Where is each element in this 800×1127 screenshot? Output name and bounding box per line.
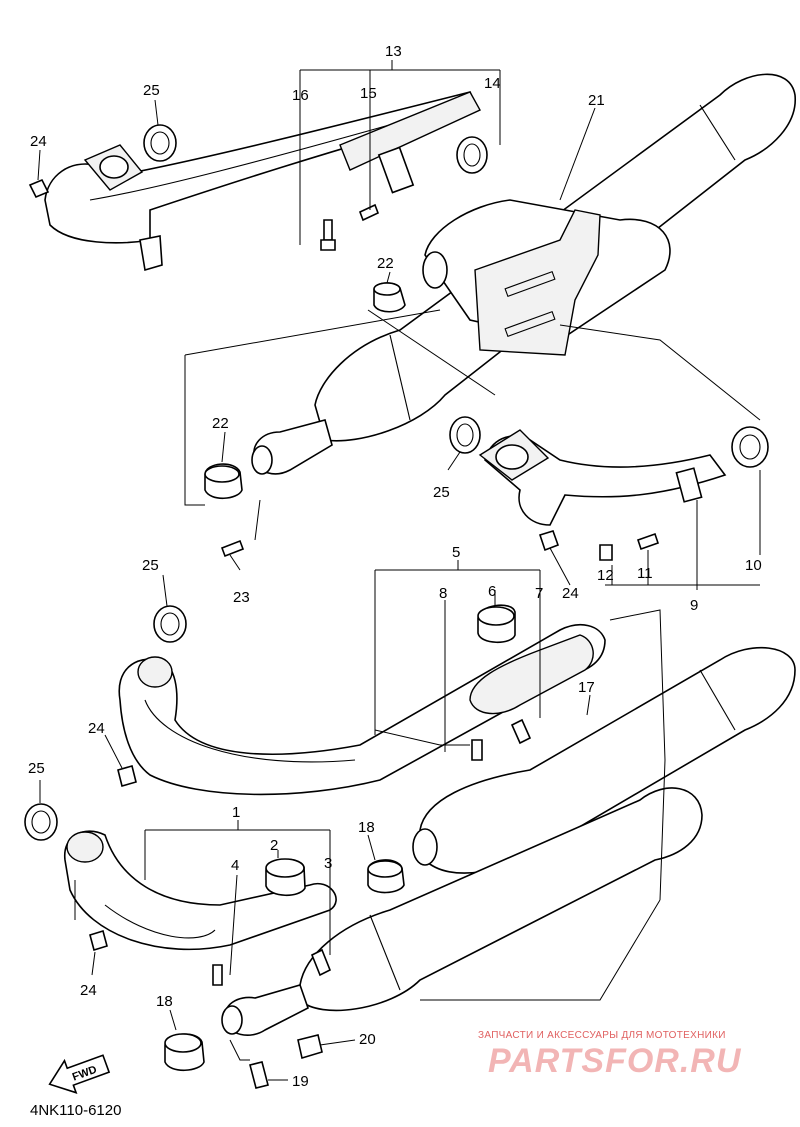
callout-24-bottom: 24 [80, 982, 97, 999]
callout-6: 6 [488, 583, 496, 600]
callout-2: 2 [270, 837, 278, 854]
callout-14: 14 [484, 75, 501, 92]
fwd-arrow-icon [48, 1054, 111, 1094]
bolt-15 [358, 203, 380, 222]
lower-exhaust-assembly [117, 604, 796, 874]
callout-16: 16 [292, 87, 309, 104]
callout-3: 3 [324, 855, 332, 872]
gasket-25-mid [449, 416, 481, 454]
gasket-25-bottom [24, 803, 58, 841]
callout-24-lower: 24 [88, 720, 105, 737]
nut-24-bottom [89, 929, 108, 952]
bolt-16 [323, 219, 333, 241]
bottom-exhaust-assembly [24, 787, 703, 1089]
callout-24-top: 24 [30, 133, 47, 150]
callout-13: 13 [385, 43, 402, 60]
bolt-23 [220, 539, 245, 558]
gasket-10 [731, 426, 769, 468]
callout-25-top: 25 [143, 82, 160, 99]
front-upper-header [449, 416, 769, 561]
callout-24-mid: 24 [562, 585, 579, 602]
bolt-4 [212, 964, 223, 986]
bolt-19 [249, 1061, 269, 1089]
header-pipe-1 [64, 830, 337, 951]
bolt-11 [636, 532, 660, 551]
gasket-25-top [143, 124, 177, 162]
callout-7: 7 [535, 585, 543, 602]
nut-24-lower [117, 765, 137, 787]
callout-18-mid: 18 [358, 819, 375, 836]
nut-24-top [28, 178, 50, 199]
clamp-20 [297, 1034, 323, 1060]
callout-15: 15 [360, 85, 377, 102]
watermark-tagline: ЗАПЧАСТИ И АКСЕССУАРЫ ДЛЯ МОТОТЕХНИКИ [478, 1030, 726, 1041]
diagram-code: 4NK110-6120 [30, 1102, 122, 1119]
callout-4: 4 [231, 857, 239, 874]
callout-22-top: 22 [377, 255, 394, 272]
muffler-lower [299, 787, 703, 1012]
callout-labels: 13 16 15 14 25 24 21 22 22 25 23 24 12 1… [28, 43, 762, 1090]
callout-9: 9 [690, 597, 698, 614]
callout-12: 12 [597, 567, 614, 584]
callout-11: 11 [637, 565, 653, 582]
leader-lines [37, 60, 761, 1081]
callout-21: 21 [588, 92, 605, 109]
heat-shield-7 [469, 634, 594, 715]
callout-25-mid: 25 [433, 484, 450, 501]
callout-22-mid: 22 [212, 415, 229, 432]
muffler-bracket-plate [474, 209, 601, 356]
callout-10: 10 [745, 557, 762, 574]
gasket-14 [456, 136, 488, 174]
callout-1: 1 [232, 804, 240, 821]
gasket-25-lower [153, 605, 187, 643]
upper-heat-shield [339, 91, 481, 171]
callout-18-bottom: 18 [156, 993, 173, 1010]
forward-arrow: FWD [48, 1054, 111, 1094]
bolt-8 [471, 739, 483, 761]
callout-5: 5 [452, 544, 460, 561]
nut-24-mid [538, 530, 560, 552]
callout-25-bottom: 25 [28, 760, 45, 777]
callout-19: 19 [292, 1073, 309, 1090]
callout-17: 17 [578, 679, 595, 696]
upper-exhaust-assembly [28, 73, 796, 558]
callout-8: 8 [439, 585, 447, 602]
callout-25-lower: 25 [142, 557, 159, 574]
callout-20: 20 [359, 1031, 376, 1048]
bolt-3-screw [310, 948, 332, 977]
callout-23: 23 [233, 589, 250, 606]
bolt-12 [599, 544, 613, 561]
bolt-7-screw [510, 718, 532, 745]
watermark-brand: PARTSFOR.RU [488, 1042, 742, 1080]
